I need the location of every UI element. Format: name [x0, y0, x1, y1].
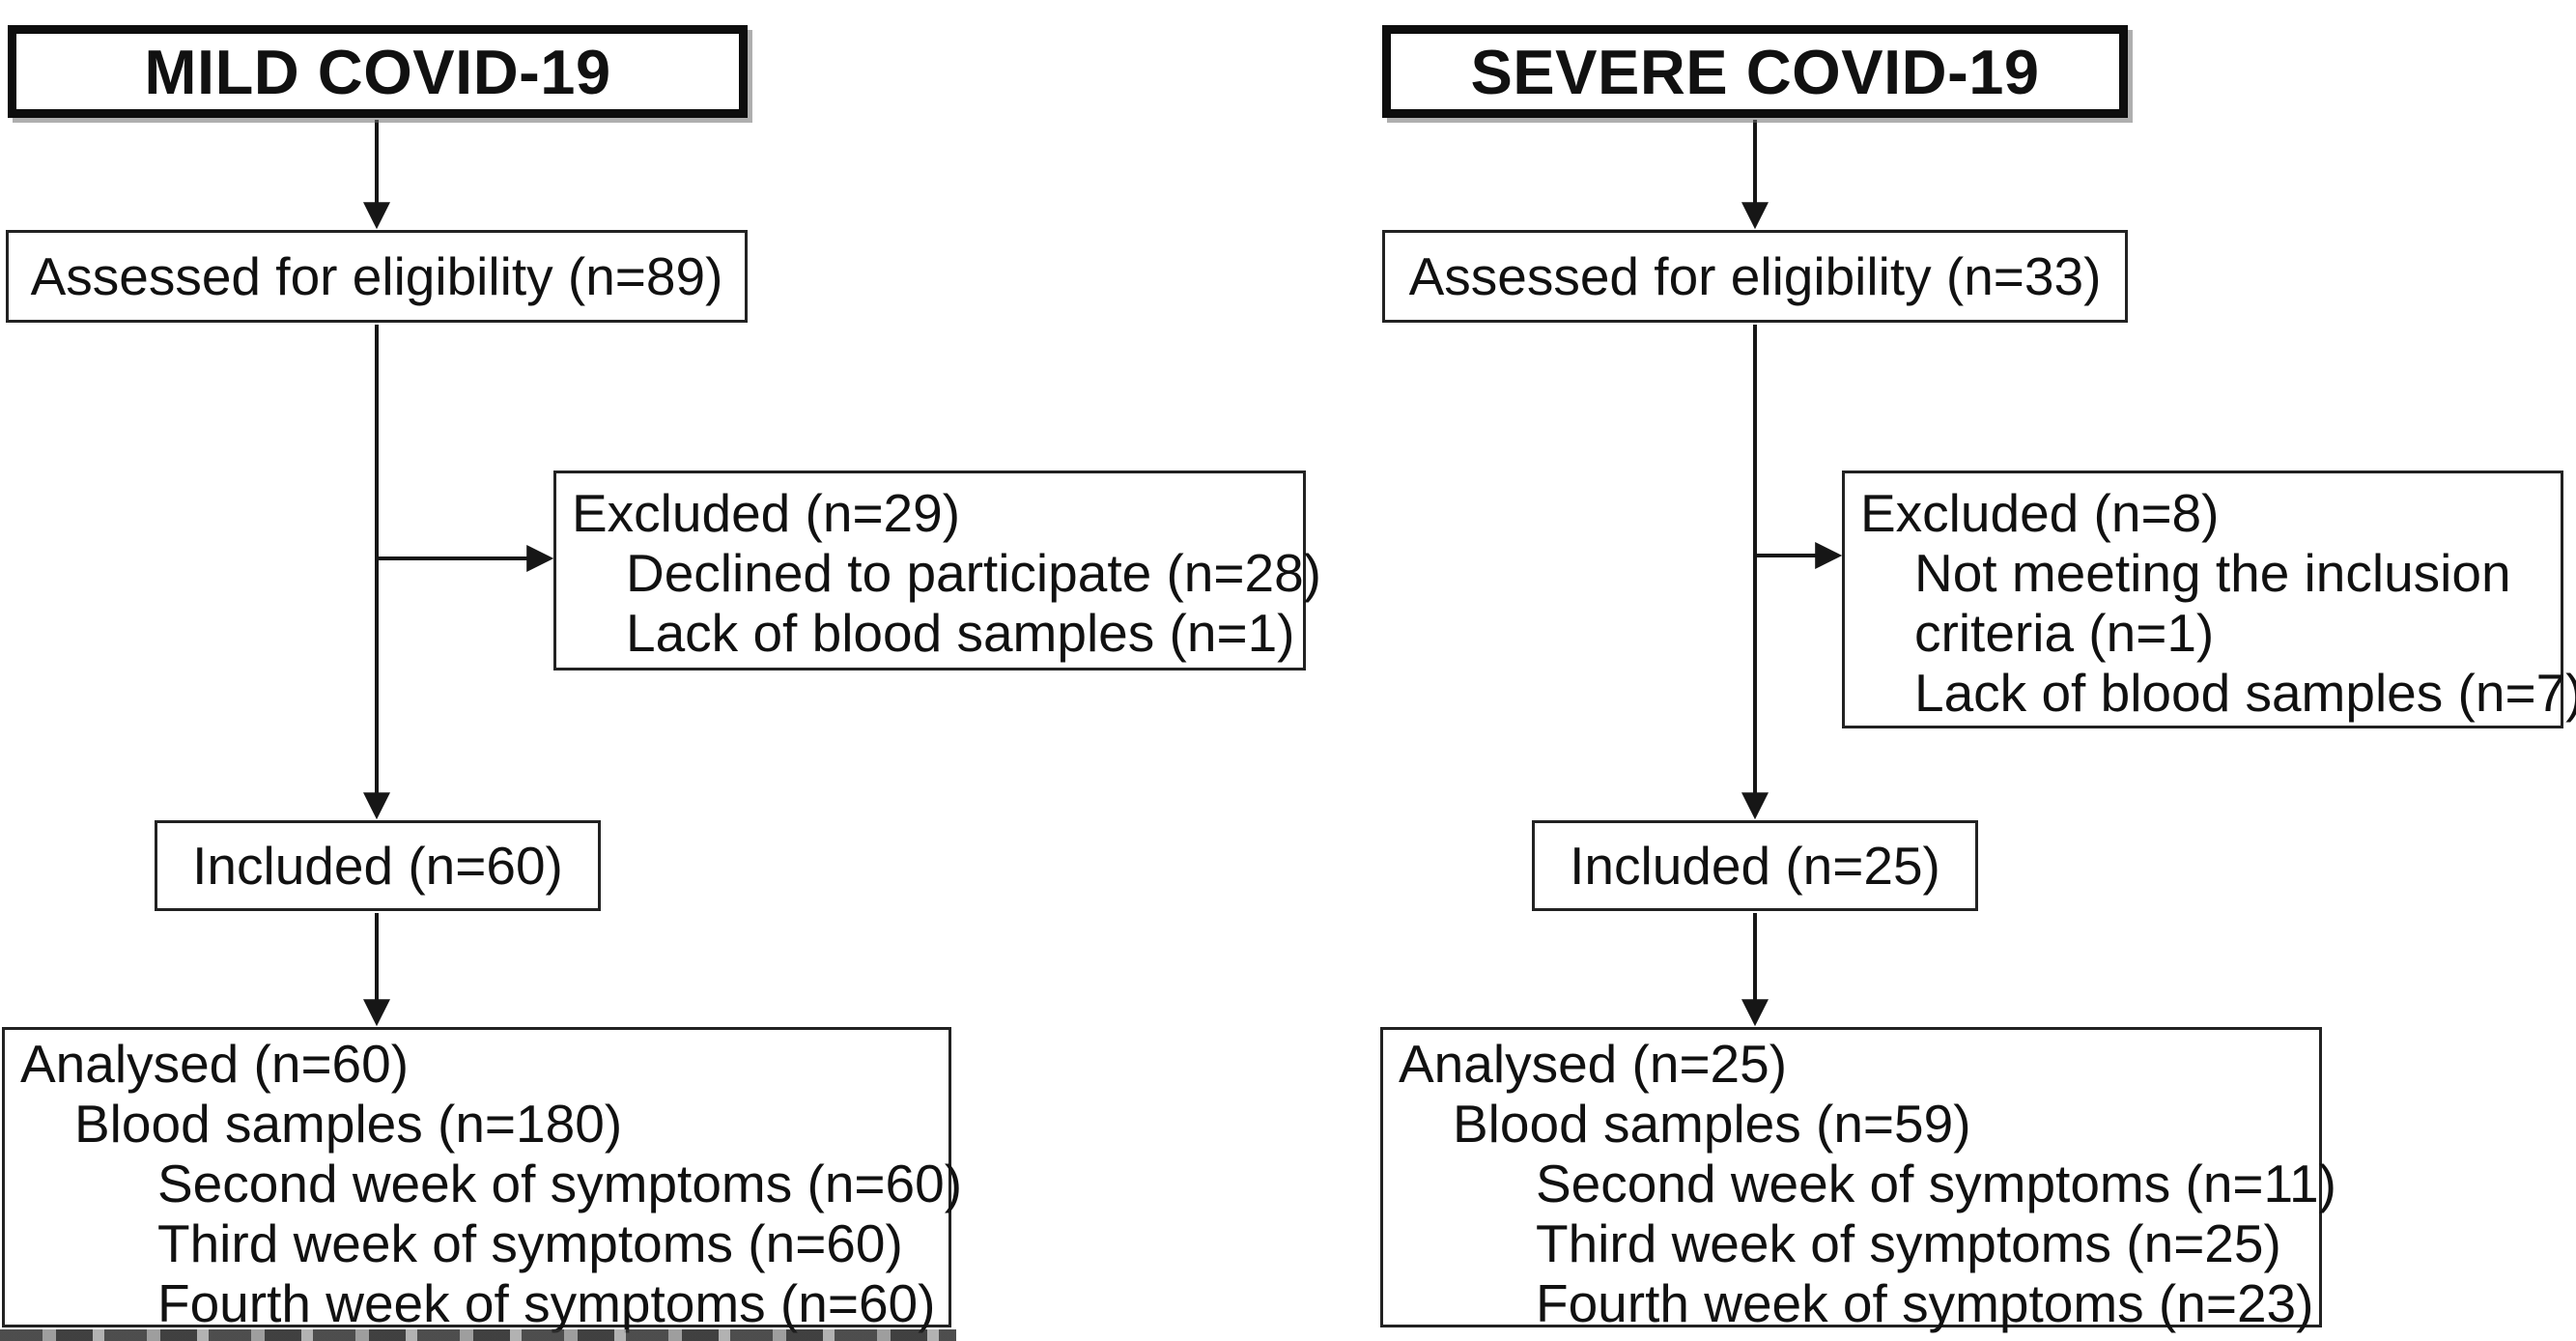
- severe-excluded-box: Excluded (n=8) Not meeting the inclusion…: [1842, 471, 2576, 728]
- mild-analysed-line: Analysed (n=60): [20, 1034, 410, 1094]
- mild-analysed-line: Fourth week of symptoms (n=60): [157, 1273, 936, 1333]
- severe-analysed-box: Analysed (n=25) Blood samples (n=59) Sec…: [1380, 1027, 2336, 1333]
- mild-included-label: Included (n=60): [192, 836, 563, 896]
- mild-title-label: MILD COVID-19: [144, 36, 611, 107]
- mild-analysed-line: Third week of symptoms (n=60): [157, 1213, 903, 1273]
- severe-assessed-label: Assessed for eligibility (n=33): [1408, 246, 2102, 306]
- severe-excluded-line: Not meeting the inclusion: [1914, 543, 2511, 603]
- mild-excluded-line: Excluded (n=29): [572, 483, 961, 543]
- mild-analysed-box: Analysed (n=60) Blood samples (n=180) Se…: [2, 1027, 963, 1333]
- severe-title-label: SEVERE COVID-19: [1470, 36, 2040, 107]
- severe-analysed-line: Analysed (n=25): [1399, 1034, 1788, 1094]
- severe-excluded-line: Lack of blood samples (n=7): [1914, 663, 2576, 723]
- mild-excluded-box: Excluded (n=29) Declined to participate …: [553, 471, 1321, 670]
- severe-included-box: Included (n=25): [1532, 820, 1978, 911]
- severe-excluded-line: Excluded (n=8): [1860, 483, 2220, 543]
- mild-assessed-label: Assessed for eligibility (n=89): [30, 246, 723, 306]
- mild-excluded-line: Lack of blood samples (n=1): [626, 603, 1295, 663]
- mild-title-box: MILD COVID-19: [8, 25, 748, 118]
- mild-included-box: Included (n=60): [155, 820, 601, 911]
- severe-title-box: SEVERE COVID-19: [1382, 25, 2128, 118]
- mild-analysed-line: Second week of symptoms (n=60): [157, 1154, 963, 1213]
- severe-analysed-line: Blood samples (n=59): [1453, 1094, 1971, 1154]
- severe-excluded-line: criteria (n=1): [1914, 603, 2215, 663]
- severe-analysed-line: Third week of symptoms (n=25): [1536, 1213, 2281, 1273]
- mild-analysed-line: Blood samples (n=180): [74, 1094, 623, 1154]
- scan-artifact-strip: [0, 1329, 956, 1341]
- severe-included-label: Included (n=25): [1570, 836, 1940, 896]
- severe-analysed-line: Second week of symptoms (n=11): [1536, 1154, 2336, 1213]
- mild-excluded-line: Declined to participate (n=28): [626, 543, 1321, 603]
- mild-assessed-box: Assessed for eligibility (n=89): [6, 230, 748, 323]
- severe-assessed-box: Assessed for eligibility (n=33): [1382, 230, 2128, 323]
- severe-analysed-line: Fourth week of symptoms (n=23): [1536, 1273, 2314, 1333]
